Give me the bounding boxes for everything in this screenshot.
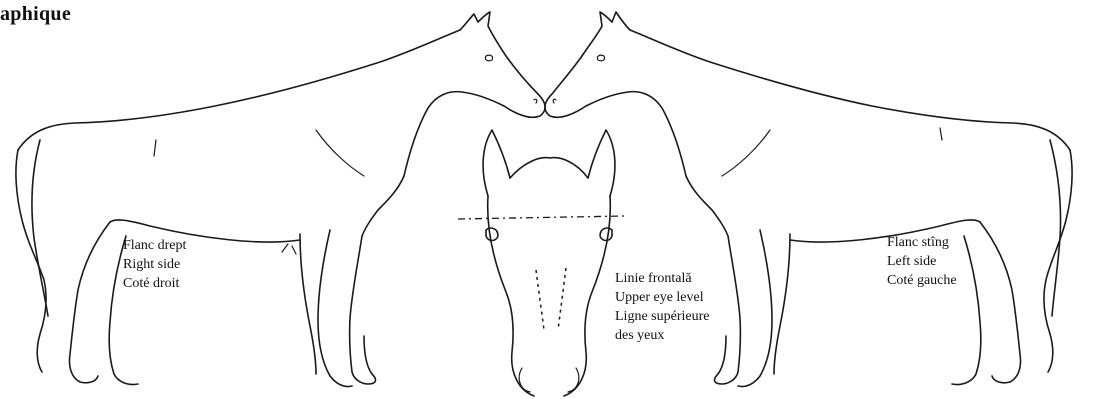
right-side-label: Flanc drept Right side Coté droit [123, 236, 186, 293]
left-side-label-ro: Flanc stîng [887, 233, 957, 252]
left-side-label: Flanc stîng Left side Coté gauche [887, 233, 957, 290]
eye-level-label: Linie frontală Upper eye level Ligne sup… [615, 269, 709, 345]
left-side-label-fr: Coté gauche [887, 271, 957, 290]
left-side-label-en: Left side [887, 252, 957, 271]
eye-level-label-ro: Linie frontală [615, 269, 709, 288]
right-side-label-fr: Coté droit [123, 274, 186, 293]
eye-level-label-fr-2: des yeux [615, 326, 709, 345]
right-side-label-ro: Flanc drept [123, 236, 186, 255]
eye-level-label-fr-1: Ligne supérieure [615, 307, 709, 326]
right-side-label-en: Right side [123, 255, 186, 274]
eye-level-label-en: Upper eye level [615, 288, 709, 307]
front-head-drawing [458, 130, 624, 396]
left-horse-right-side-drawing [16, 12, 545, 387]
